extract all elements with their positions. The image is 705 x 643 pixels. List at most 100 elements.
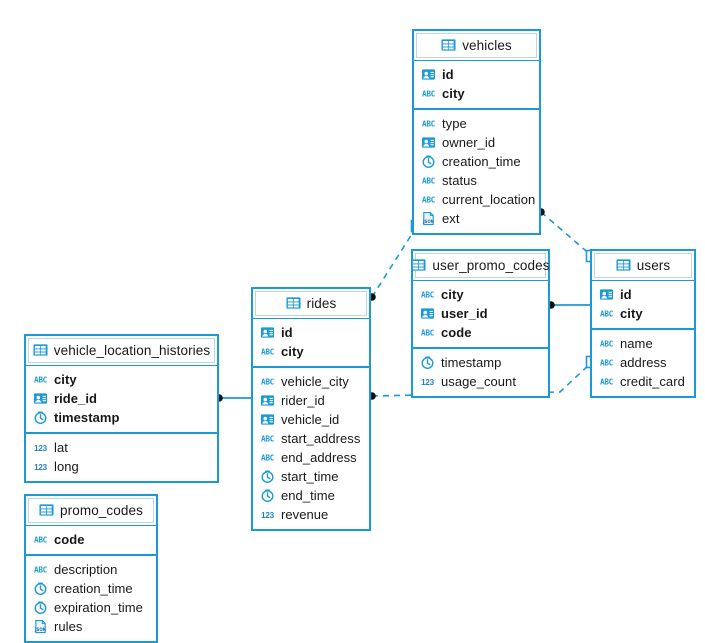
field-row[interactable]: id (414, 65, 539, 84)
field-row[interactable]: expiration_time (26, 598, 156, 617)
svg-text:ABC: ABC (34, 566, 48, 575)
table-icon (286, 297, 301, 309)
entity-header-promo_codes[interactable]: promo_codes (28, 498, 154, 523)
field-row[interactable]: creation_time (26, 579, 156, 598)
string-icon: ABC (34, 536, 48, 545)
svg-text:ABC: ABC (421, 291, 435, 300)
field-row[interactable]: owner_id (414, 133, 539, 152)
field-row[interactable]: ABC city (413, 285, 548, 304)
string-icon: ABC (422, 177, 436, 186)
entity-header-rides[interactable]: rides (255, 291, 367, 316)
string-icon: ABC (261, 454, 275, 463)
field-name: usage_count (441, 374, 517, 389)
field-name: credit_card (620, 374, 685, 389)
string-icon: ABC (422, 120, 436, 129)
field-row[interactable]: start_time (253, 467, 369, 486)
uuid-icon (421, 69, 436, 80)
field-name: end_address (281, 450, 357, 465)
timestamp-icon (34, 601, 47, 615)
timestamp-icon (422, 155, 435, 169)
svg-text:ABC: ABC (422, 177, 436, 186)
entity-title: vehicles (462, 38, 512, 53)
field-name: id (442, 67, 454, 82)
entity-header-users[interactable]: users (594, 253, 692, 278)
field-row[interactable]: user_id (413, 304, 548, 323)
string-icon: ABC (600, 340, 614, 349)
entity-header-vehicle_location_histories[interactable]: vehicle_location_histories (28, 338, 215, 363)
svg-text:ABC: ABC (600, 378, 614, 387)
string-icon: ABC (600, 378, 614, 387)
table-icon (616, 259, 631, 271)
field-row[interactable]: id (253, 323, 369, 342)
field-name: revenue (281, 507, 329, 522)
string-icon: ABC (422, 196, 436, 205)
svg-text:ABC: ABC (600, 310, 614, 319)
string-icon: ABC (34, 376, 48, 385)
field-row[interactable]: end_time (253, 486, 369, 505)
svg-text:ABC: ABC (422, 120, 436, 129)
entity-header-vehicles[interactable]: vehicles (416, 33, 537, 58)
field-row[interactable]: ABC code (413, 323, 548, 342)
field-row[interactable]: rider_id (253, 391, 369, 410)
svg-text:123: 123 (34, 444, 48, 453)
field-row[interactable]: ABC credit_card (592, 372, 694, 391)
svg-text:ABC: ABC (34, 376, 48, 385)
field-name: creation_time (442, 154, 521, 169)
timestamp-icon (34, 582, 47, 596)
field-name: city (441, 287, 464, 302)
field-name: city (620, 306, 643, 321)
svg-text:ABC: ABC (261, 435, 275, 444)
field-name: city (442, 86, 465, 101)
svg-text:ABC: ABC (421, 329, 435, 338)
field-row[interactable]: ABC code (26, 530, 156, 549)
field-row[interactable]: timestamp (26, 408, 217, 427)
field-name: ride_id (54, 391, 97, 406)
relationship-user_promo_codes-users[interactable] (547, 301, 590, 309)
relationship-vehicle_location_histories-rides[interactable] (215, 394, 251, 402)
field-row[interactable]: vehicle_id (253, 410, 369, 429)
entity-header-user_promo_codes[interactable]: user_promo_codes (411, 253, 549, 278)
field-row[interactable]: ABC end_address (253, 448, 369, 467)
field-row[interactable]: ABC city (592, 304, 694, 323)
field-row[interactable]: timestamp (413, 353, 548, 372)
timestamp-icon (421, 356, 434, 370)
field-name: code (54, 532, 85, 547)
field-row[interactable]: id (592, 285, 694, 304)
entity-title: vehicle_location_histories (53, 343, 211, 358)
svg-text:JSON: JSON (422, 219, 434, 224)
field-row[interactable]: creation_time (414, 152, 539, 171)
string-icon: ABC (34, 566, 48, 575)
field-name: vehicle_id (281, 412, 340, 427)
field-row[interactable]: 123 usage_count (413, 372, 548, 391)
field-name: user_id (441, 306, 488, 321)
uuid-icon (599, 289, 614, 300)
field-row[interactable]: ride_id (26, 389, 217, 408)
number-icon: 123 (421, 378, 435, 387)
field-name: code (441, 325, 472, 340)
entity-title: rides (306, 296, 337, 311)
